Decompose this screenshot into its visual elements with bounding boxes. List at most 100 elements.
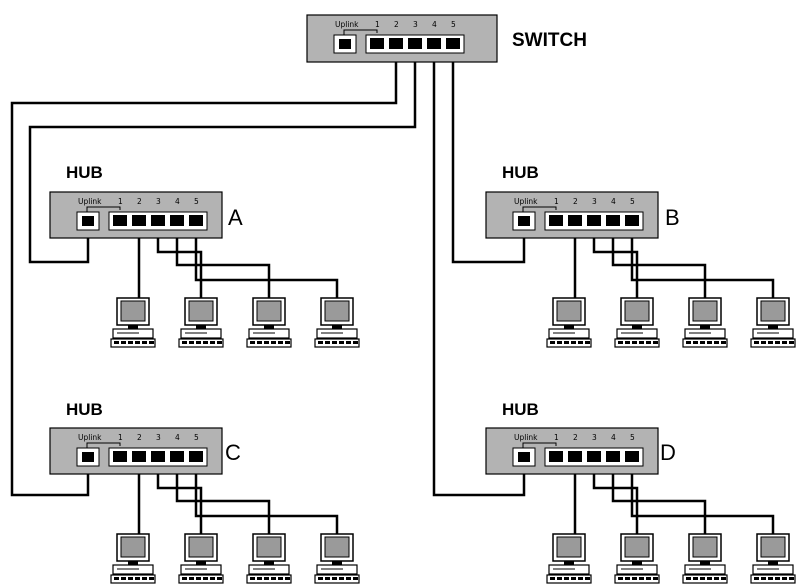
hub-a-pc-1-keys-0	[114, 341, 119, 344]
hub-d-pc-3	[683, 534, 727, 583]
hub-a-pc-2-keys-2	[196, 341, 201, 344]
hub-a-pc-2	[179, 298, 223, 347]
hub-a-pc-4-keys-1	[325, 341, 330, 344]
hub-d-pc-1	[547, 534, 591, 583]
hub-a-port-3	[151, 215, 165, 226]
hub-b-pc-4-stand	[768, 325, 778, 329]
hub-b-pc-1	[547, 298, 591, 347]
hub-a-pc-3-keys-2	[264, 341, 269, 344]
hub-b-port-4-label: 4	[611, 197, 616, 206]
hub-b-pc-2-keys-3	[639, 341, 644, 344]
hub-c-port-4-label: 4	[175, 433, 180, 442]
hub-a: Uplink12345	[50, 192, 222, 238]
hub-b-pc-2-keys-4	[646, 341, 651, 344]
hub-b-pc-3-keys-0	[686, 341, 691, 344]
hub-c-pc-3	[247, 534, 291, 583]
hub-c-pc-4	[315, 534, 359, 583]
switch-device-port-5	[446, 38, 460, 49]
hub-a-port-5-label: 5	[194, 197, 199, 206]
hub-b-port-1	[549, 215, 563, 226]
hub-b-pc-1-stand	[564, 325, 574, 329]
switch-device-port-3-label: 3	[413, 20, 418, 29]
hub-b-pc-3-keys-1	[693, 341, 698, 344]
hub-d-pc-4	[751, 534, 795, 583]
hub-b-pc-4-keys-4	[782, 341, 787, 344]
hub-b-pc-1-keys-4	[578, 341, 583, 344]
hub-a-pc-1-keys-5	[149, 341, 154, 344]
hub-d: Uplink12345	[486, 428, 658, 474]
hub-d-uplink-label: Uplink	[514, 433, 538, 442]
hub-b-port-3-label: 3	[592, 197, 597, 206]
switch-device-port-5-label: 5	[451, 20, 456, 29]
hub-c-port-1-label: 1	[118, 433, 123, 442]
hub-c-port-3-label: 3	[156, 433, 161, 442]
hub-c-pc-2-keys-0	[182, 577, 187, 580]
hub-c-pc-4-keys-2	[332, 577, 337, 580]
hub-b-pc-3-keys-2	[700, 341, 705, 344]
hub-d-pc-2-keys-3	[639, 577, 644, 580]
hub-c-pc-4-keys-5	[353, 577, 358, 580]
hub-b-port-4	[606, 215, 620, 226]
hub-b-uplink-port	[518, 216, 530, 226]
hub-a-pc-4-keys-4	[346, 341, 351, 344]
hub-c-pc-1-screen	[121, 537, 145, 557]
hub-c-port-1	[113, 451, 127, 462]
hub-a-pc-4-keys-3	[339, 341, 344, 344]
hub-a-port-4	[170, 215, 184, 226]
hub-c-pc-4-screen	[325, 537, 349, 557]
hub-a-pc-3-keys-3	[271, 341, 276, 344]
hub-b-pc-2-keys-1	[625, 341, 630, 344]
hub-c-port-3	[151, 451, 165, 462]
hub-b-port-5	[625, 215, 639, 226]
hub-d-pc-1-keys-0	[550, 577, 555, 580]
hub-c-port-4	[170, 451, 184, 462]
hub-b-pc-4-keys-3	[775, 341, 780, 344]
hub-a-pc-1-stand	[128, 325, 138, 329]
hub-d-pc-1-screen	[557, 537, 581, 557]
switch-device-port-1	[370, 38, 384, 49]
hub-a-uplink-label: Uplink	[78, 197, 102, 206]
hub-d-pc-2-screen	[625, 537, 649, 557]
hub-c-pc-2-keys-5	[217, 577, 222, 580]
hub-b-pc-1-keys-1	[557, 341, 562, 344]
hub-d-pc-2	[615, 534, 659, 583]
hub-d-port-3	[587, 451, 601, 462]
hub-a-uplink-port	[82, 216, 94, 226]
hub-c-pc-3-keys-2	[264, 577, 269, 580]
hub-a-pc-2-screen	[189, 301, 213, 321]
hub-c-uplink-port	[82, 452, 94, 462]
hub-a-pc-4-keys-2	[332, 341, 337, 344]
hub-d-pc-1-keys-1	[557, 577, 562, 580]
hub-a-port-2	[132, 215, 146, 226]
hub-d-port-1	[549, 451, 563, 462]
hub-b-pc-3-keys-3	[707, 341, 712, 344]
hub-c-pc-4-keys-4	[346, 577, 351, 580]
hub-d-port-4	[606, 451, 620, 462]
hub-a-pc-2-keys-5	[217, 341, 222, 344]
hub-c-pc-2-screen	[189, 537, 213, 557]
hub-d-pc-4-screen	[761, 537, 785, 557]
hub-d-uplink-port	[518, 452, 530, 462]
hub-a-pc-3-keys-4	[278, 341, 283, 344]
hub-c-pc-3-screen	[257, 537, 281, 557]
hub-a-pc-2-stand	[196, 325, 206, 329]
hub-c-pc-1-keys-1	[121, 577, 126, 580]
hub-d-pc-3-keys-5	[721, 577, 726, 580]
hub-c-pc-1-keys-5	[149, 577, 154, 580]
hub-d-port-4-label: 4	[611, 433, 616, 442]
hub-b-pc-2-screen	[625, 301, 649, 321]
hub-b-pc-4-keys-0	[754, 341, 759, 344]
hub-a-pc-4	[315, 298, 359, 347]
hub-c-pc-1-keys-0	[114, 577, 119, 580]
hub-c-port-5	[189, 451, 203, 462]
hub-a-port-5	[189, 215, 203, 226]
hub-c-pc-3-keys-3	[271, 577, 276, 580]
hub-c-pc-2-keys-1	[189, 577, 194, 580]
switch-device-port-2	[389, 38, 403, 49]
hub-a-pc-3-keys-0	[250, 341, 255, 344]
hub-a-pc-4-stand	[332, 325, 342, 329]
hub-a-pc-1-keys-4	[142, 341, 147, 344]
hub-b-pc-2-keys-2	[632, 341, 637, 344]
hub-d-pc-4-keys-0	[754, 577, 759, 580]
